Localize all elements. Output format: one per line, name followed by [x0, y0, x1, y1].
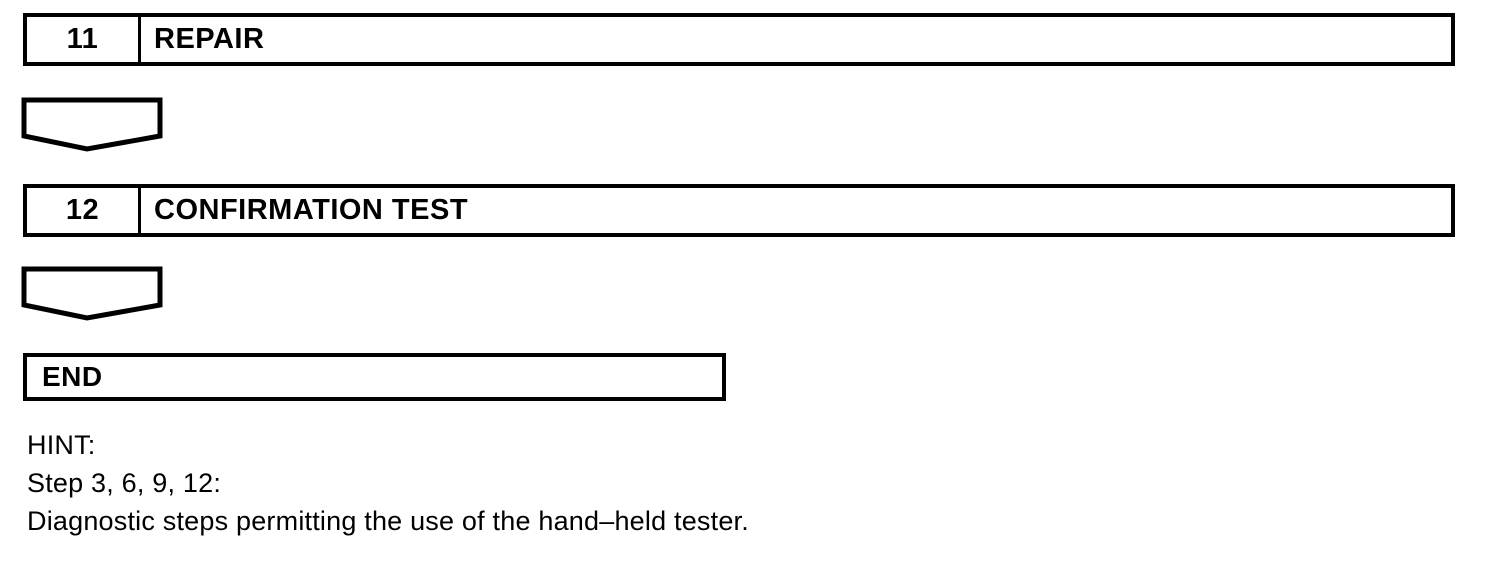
step-number: 12 — [27, 188, 141, 233]
step-box-12: 12 CONFIRMATION TEST — [23, 184, 1455, 237]
step-box-11: 11 REPAIR — [23, 13, 1455, 66]
step-number: 11 — [27, 17, 141, 62]
end-label: END — [42, 361, 103, 392]
hint-line-1: HINT: — [27, 430, 96, 460]
down-arrow-icon — [21, 97, 163, 152]
step-label: CONFIRMATION TEST — [154, 194, 469, 226]
hint-line-2: Step 3, 6, 9, 12: — [27, 468, 222, 498]
hint-line-3: Diagnostic steps permitting the use of t… — [27, 506, 749, 536]
end-box: END — [23, 353, 726, 401]
hint-text: HINT: Step 3, 6, 9, 12: Diagnostic steps… — [27, 426, 749, 540]
down-arrow-icon — [21, 266, 163, 321]
step-label: REPAIR — [154, 23, 265, 55]
